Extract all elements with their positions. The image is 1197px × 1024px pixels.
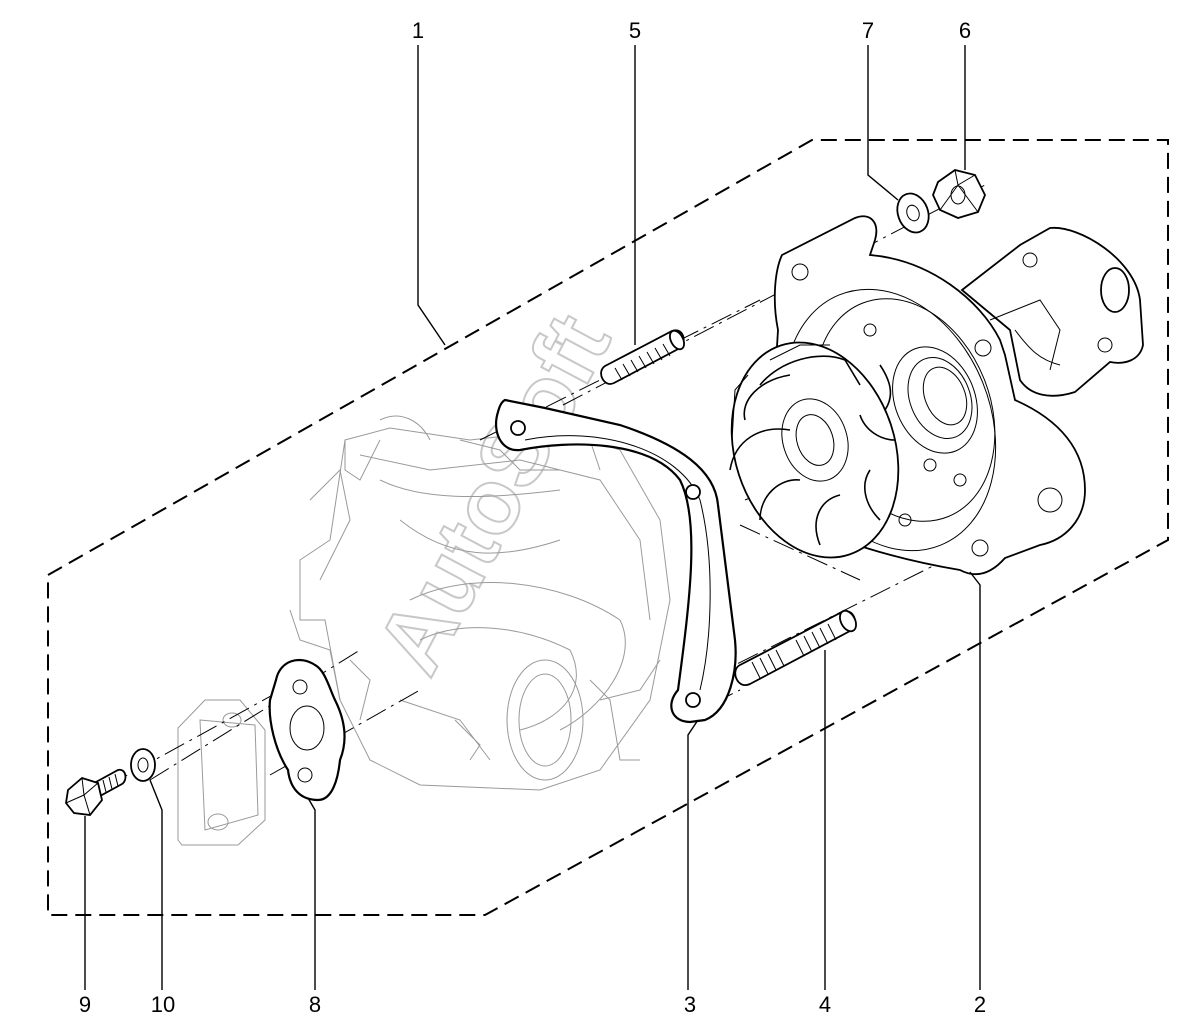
housing-ghost-drawing — [177, 415, 671, 846]
stud-lower — [734, 609, 857, 686]
callout-2: 2 — [974, 992, 986, 1017]
washer-upper — [896, 192, 930, 234]
stud-upper — [600, 329, 685, 385]
callout-4: 4 — [819, 992, 831, 1017]
bolt — [65, 768, 127, 816]
callout-6: 6 — [959, 18, 971, 43]
callout-5: 5 — [629, 18, 641, 43]
callout-8: 8 — [309, 992, 321, 1017]
assembly-boundary — [47, 139, 1169, 916]
washer-lower — [130, 748, 156, 782]
callout-7: 7 — [862, 18, 874, 43]
water-pump — [729, 215, 1144, 576]
callout-1: 1 — [412, 18, 424, 43]
nut-upper — [932, 169, 986, 219]
callout-3: 3 — [684, 992, 696, 1017]
pump-gasket — [494, 398, 737, 724]
leader-lines — [84, 45, 981, 990]
callout-9: 9 — [79, 992, 91, 1017]
watermark-text: AutoSoft — [358, 299, 630, 690]
callout-10: 10 — [151, 992, 175, 1017]
outlet-gasket — [268, 658, 346, 802]
